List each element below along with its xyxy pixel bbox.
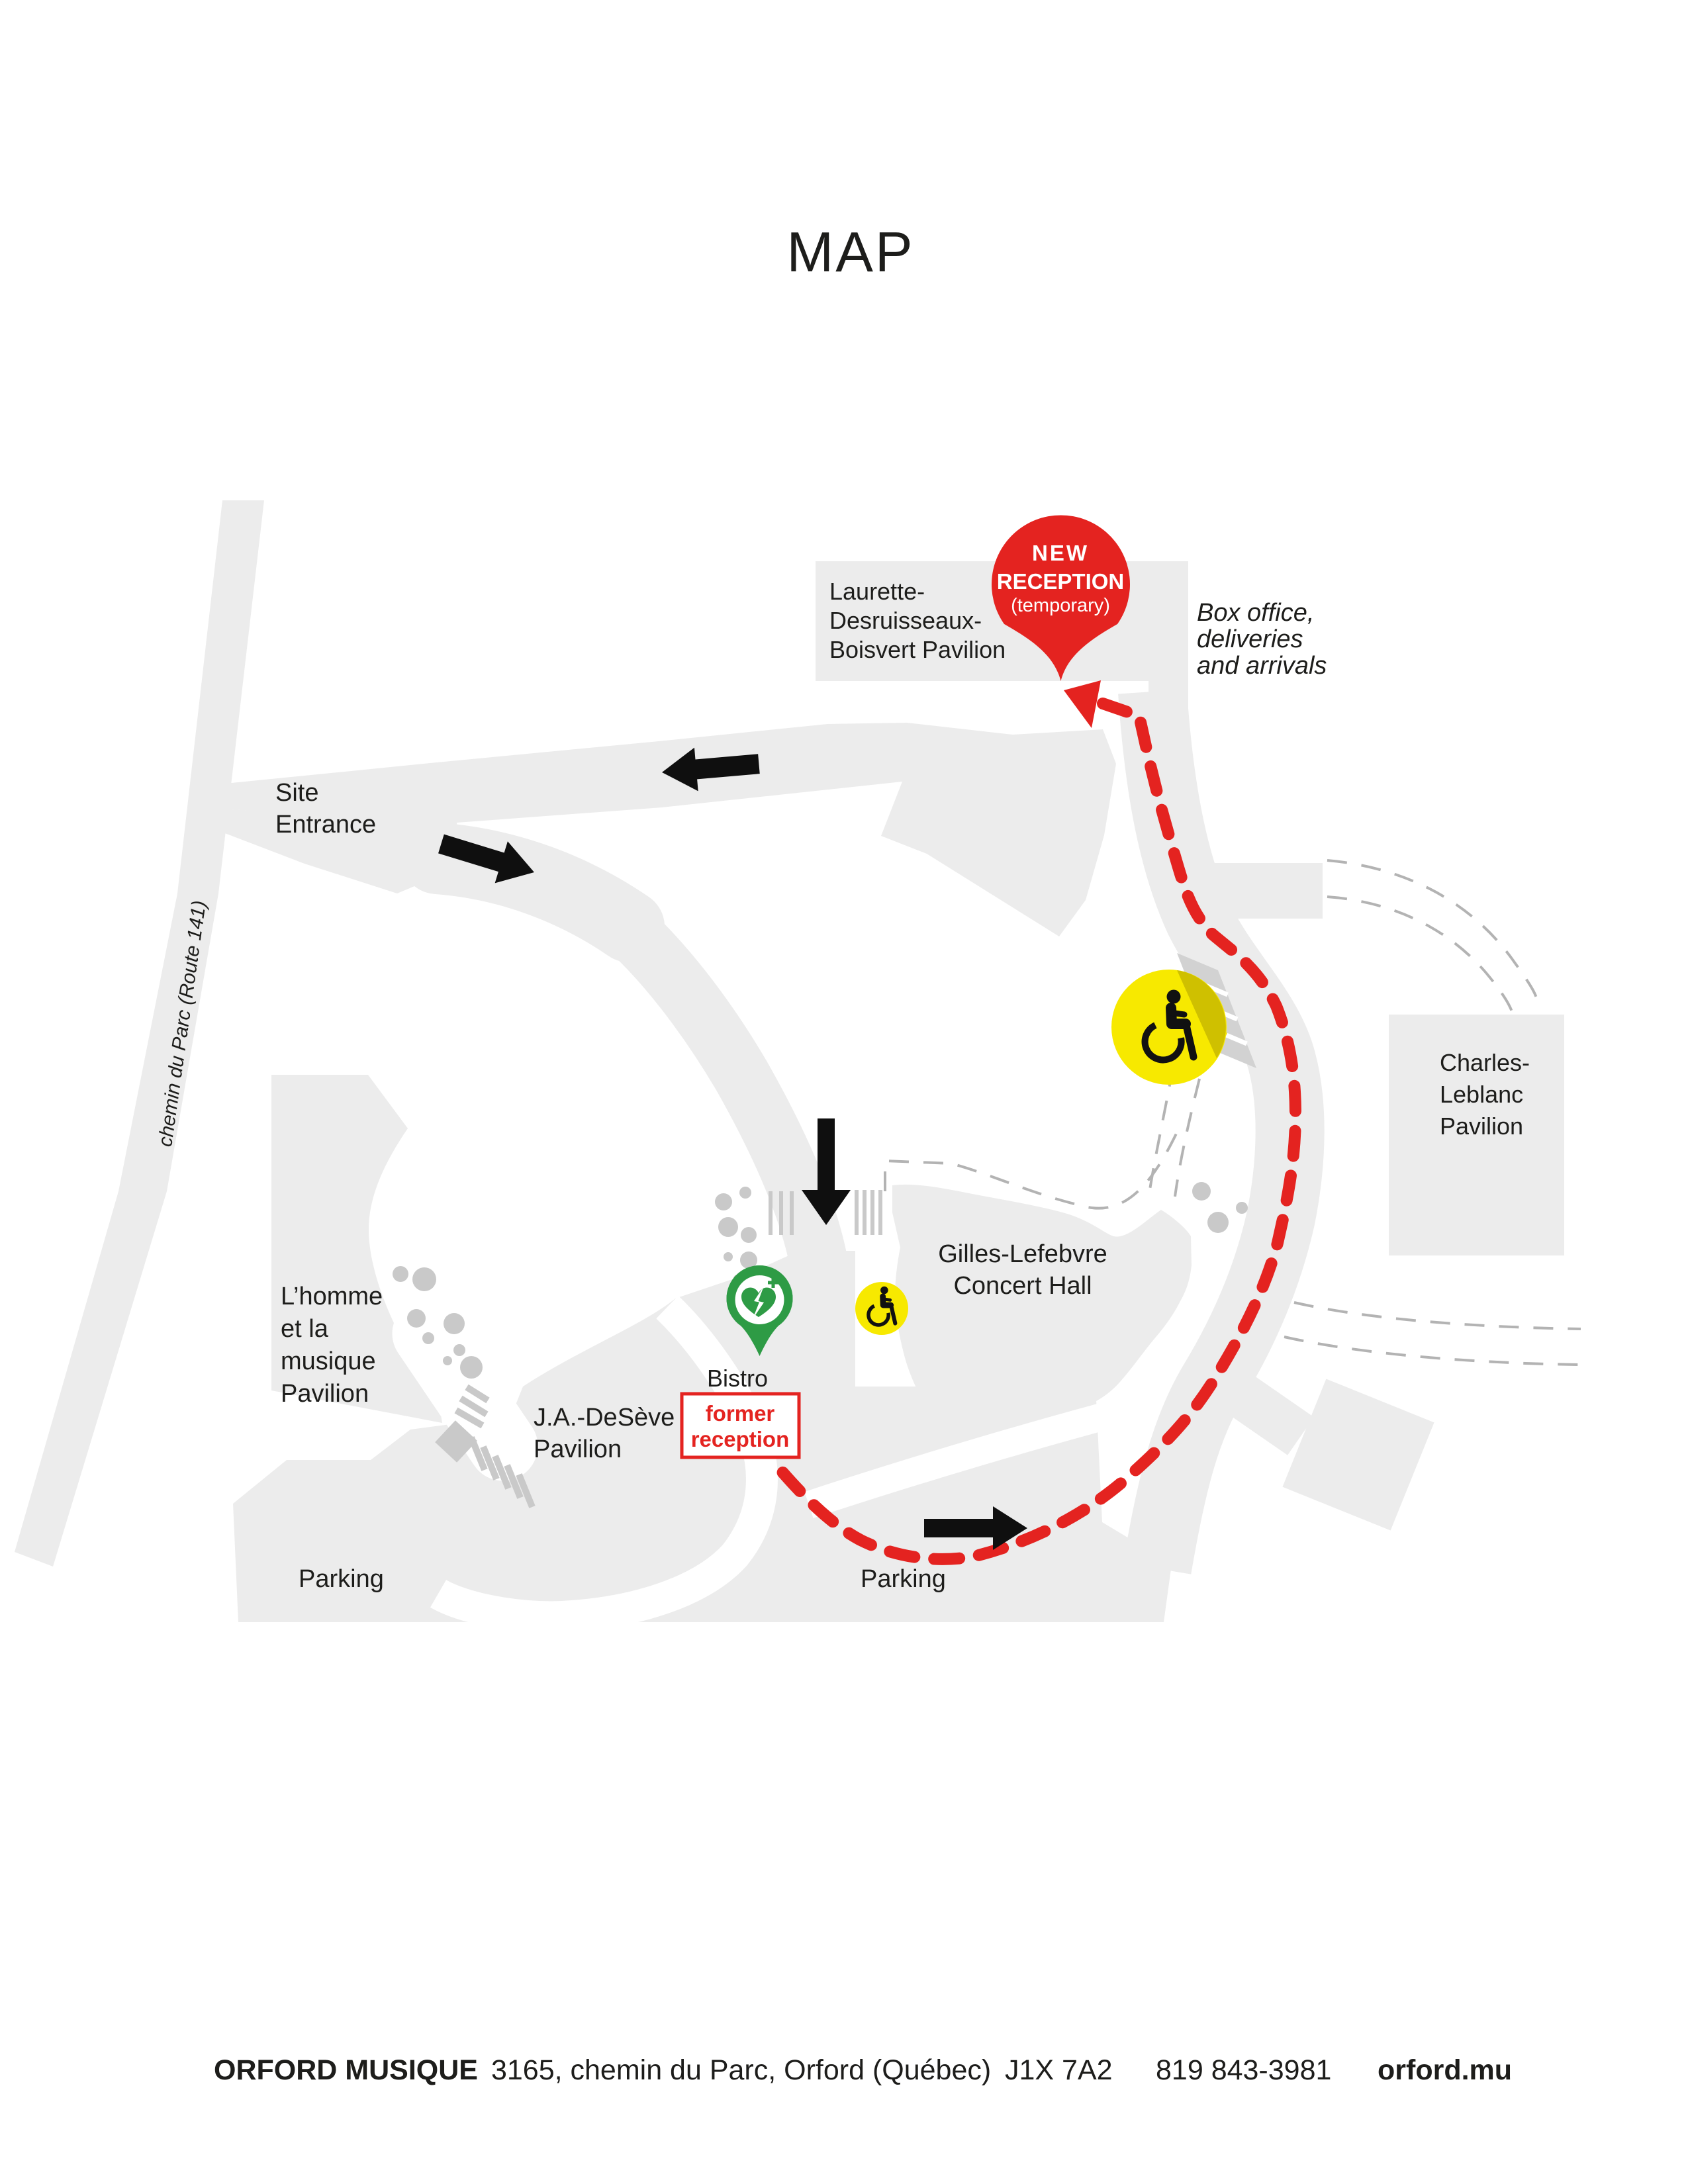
svg-text:Pavilion: Pavilion	[1440, 1113, 1523, 1140]
svg-text:RECEPTION: RECEPTION	[997, 569, 1125, 594]
svg-text:Charles-: Charles-	[1440, 1049, 1530, 1076]
svg-text:ORFORD MUSIQUE 3165, chemin du: ORFORD MUSIQUE 3165, chemin du Parc, Orf…	[214, 2054, 1512, 2086]
svg-text:Bistro: Bistro	[707, 1365, 768, 1392]
svg-text:former: former	[706, 1401, 775, 1426]
svg-text:Concert Hall: Concert Hall	[953, 1272, 1092, 1300]
svg-text:Pavilion: Pavilion	[534, 1435, 622, 1463]
svg-text:deliveries: deliveries	[1197, 625, 1303, 653]
svg-text:Box office,: Box office,	[1197, 599, 1314, 627]
svg-text:Boisvert Pavilion: Boisvert Pavilion	[829, 636, 1006, 663]
svg-text:Pavilion: Pavilion	[281, 1380, 369, 1408]
svg-text:musique: musique	[281, 1347, 376, 1375]
svg-text:Desruisseaux-: Desruisseaux-	[829, 607, 982, 634]
svg-text:reception: reception	[691, 1427, 790, 1451]
svg-text:Site: Site	[275, 779, 318, 807]
svg-text:MAP: MAP	[786, 221, 914, 284]
svg-text:NEW: NEW	[1032, 541, 1089, 565]
svg-text:Gilles-Lefebvre: Gilles-Lefebvre	[938, 1240, 1107, 1268]
svg-text:Parking: Parking	[861, 1565, 946, 1593]
svg-text:L’homme: L’homme	[281, 1283, 383, 1310]
svg-text:J.A.-DeSève: J.A.-DeSève	[534, 1404, 675, 1432]
svg-text:and arrivals: and arrivals	[1197, 652, 1327, 680]
svg-text:Parking: Parking	[299, 1565, 384, 1593]
svg-text:Entrance: Entrance	[275, 811, 376, 839]
svg-text:(temporary): (temporary)	[1011, 595, 1110, 616]
svg-text:Leblanc: Leblanc	[1440, 1081, 1523, 1108]
svg-text:et la: et la	[281, 1315, 329, 1343]
svg-text:Laurette-: Laurette-	[829, 578, 925, 605]
